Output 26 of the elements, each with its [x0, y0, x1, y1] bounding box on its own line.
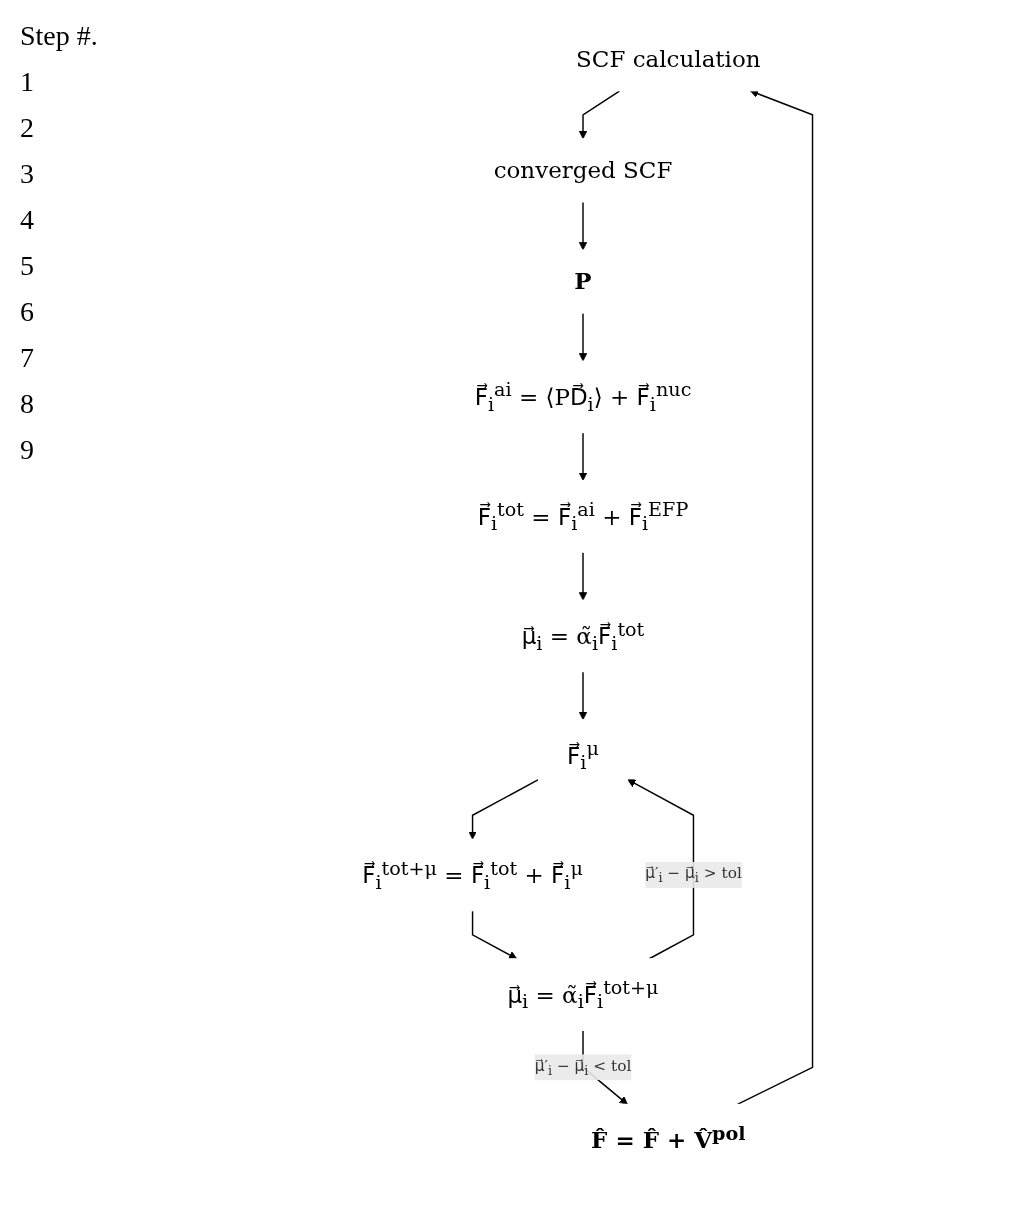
arrow — [471, 910, 518, 960]
step-number: 1 — [20, 66, 35, 98]
step-number: 4 — [20, 204, 35, 236]
arrow — [468, 778, 540, 840]
step-number: Step #. — [20, 20, 99, 52]
step-number: 5 — [20, 250, 35, 282]
step-number: 7 — [20, 342, 35, 374]
arrow — [578, 431, 588, 481]
step-number: 2 — [20, 112, 35, 144]
arrow — [578, 551, 588, 601]
step-number: 6 — [20, 296, 35, 328]
edge-label: μ⃗′$_{i}$ − μ⃗$_{i}$ < tol — [534, 1056, 632, 1078]
step-number: 9 — [20, 434, 35, 466]
node-text: SCF calculation — [576, 45, 761, 73]
step-number: 8 — [20, 388, 35, 420]
arrow — [627, 779, 695, 960]
arrow — [578, 90, 621, 140]
node-text: converged SCF — [493, 156, 673, 184]
arrow — [578, 201, 588, 251]
arrow — [578, 312, 588, 362]
node-text: F̂ = F̂ + V̂$^{pol}$ — [591, 1121, 746, 1155]
node-text: P — [574, 267, 592, 295]
step-number: 3 — [20, 158, 35, 190]
arrow — [736, 89, 814, 1106]
edge-label: μ⃗′$_{i}$ − μ⃗$_{i}$ > tol — [645, 863, 742, 886]
arrow — [578, 671, 588, 721]
